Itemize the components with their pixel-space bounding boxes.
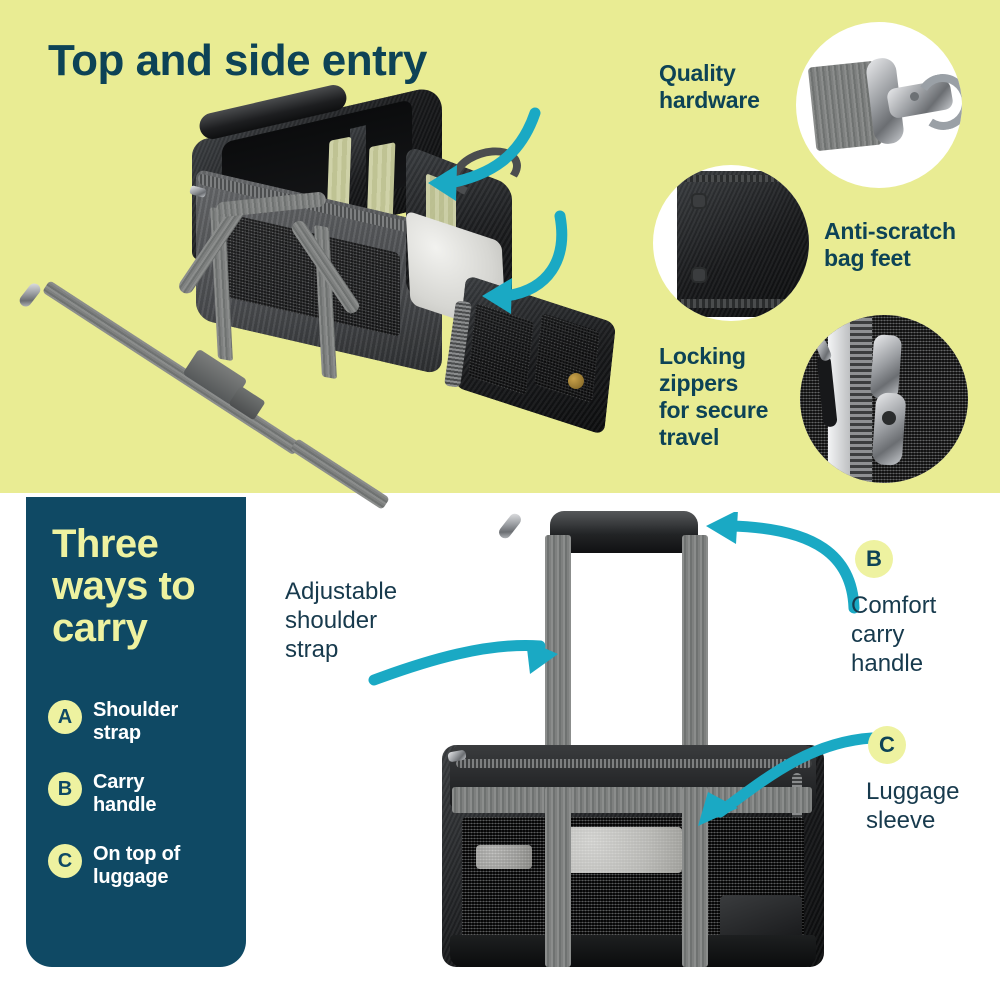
- way-label-b: Carry handle: [93, 771, 157, 816]
- badge-c: C: [48, 844, 82, 878]
- way-item-b: B Carry handle: [48, 771, 248, 817]
- callout-luggage-sleeve-label: Luggage sleeve: [866, 778, 960, 834]
- way-label-a: Shoulder strap: [93, 699, 179, 744]
- quality-hardware-photo: [796, 22, 962, 188]
- callout-locking-zippers-label: Locking zippers for secure travel: [659, 343, 769, 451]
- callout-anti-scratch-feet-label: Anti-scratch bag feet: [824, 218, 956, 272]
- carrier-front-photo: [420, 505, 840, 975]
- callout-badge-b: B: [855, 540, 893, 578]
- way-item-a: A Shoulder strap: [48, 699, 248, 745]
- page-title: Top and side entry: [48, 36, 427, 85]
- three-ways-to-carry-panel: Three ways to carry A Shoulder strap B C…: [26, 497, 246, 967]
- open-carrier-photo: [150, 82, 617, 436]
- badge-a: A: [48, 700, 82, 734]
- callout-comfort-carry-handle-label: Comfort carry handle: [851, 592, 937, 677]
- way-item-c: C On top of luggage: [48, 843, 248, 889]
- locking-zipper-photo: [800, 315, 968, 483]
- callout-adjustable-shoulder-strap-label: Adjustable shoulder strap: [285, 578, 398, 663]
- panel-title: Three ways to carry: [52, 522, 196, 650]
- ways-list: A Shoulder strap B Carry handle C On top…: [48, 699, 248, 915]
- callout-quality-hardware-label: Quality hardware: [659, 60, 760, 114]
- way-label-c: On top of luggage: [93, 843, 181, 888]
- callout-badge-c: C: [868, 726, 906, 764]
- badge-b: B: [48, 772, 82, 806]
- anti-scratch-feet-photo: [653, 165, 809, 321]
